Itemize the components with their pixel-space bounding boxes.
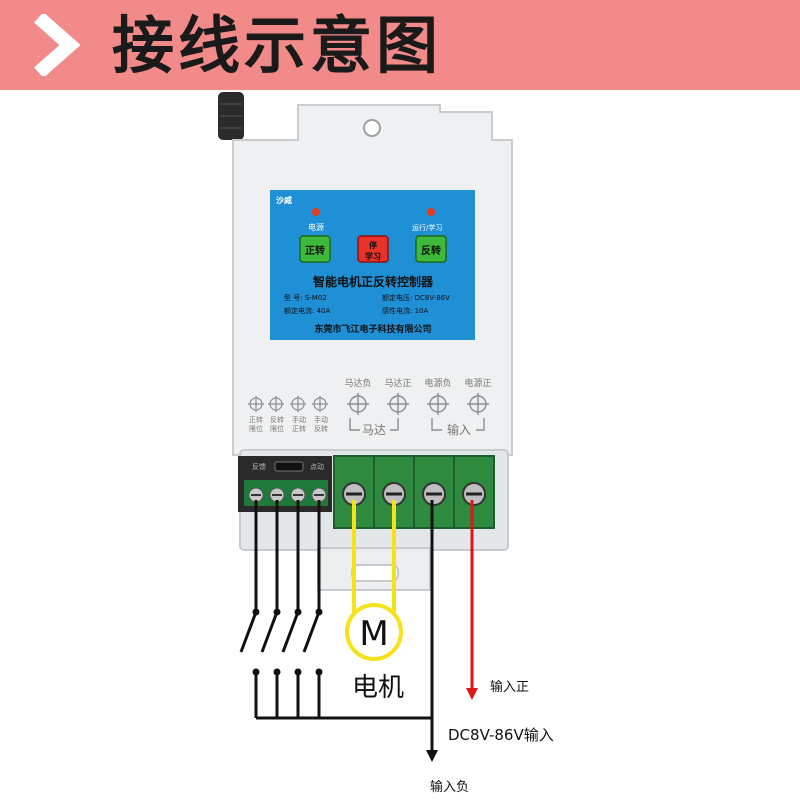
left-terminal-symbols	[248, 396, 328, 412]
terminal-motor-negative: 马达负	[344, 377, 371, 389]
reverse-button[interactable]: 反转	[415, 235, 447, 263]
brand-label: 沙威	[276, 195, 292, 205]
forward-button-label: 正转	[305, 244, 325, 257]
spec-current: 额定电流: 40A	[284, 306, 330, 315]
switch-right-label: 点动	[310, 462, 324, 471]
run-learn-label: 运行/学习	[412, 223, 442, 232]
input-range-label: DC8V-86V输入	[448, 726, 554, 744]
forward-button[interactable]: 正转	[299, 235, 331, 263]
spec-inductive: 感性电流: 10A	[382, 306, 428, 315]
power-label: 电源	[308, 222, 324, 232]
limit-switch-wires	[239, 500, 432, 720]
terminal-label-1b: 限位	[249, 424, 263, 433]
input-negative-label: 输入负	[430, 779, 469, 795]
terminal-power-negative: 电源负	[424, 377, 451, 389]
switch-left-label: 反馈	[252, 462, 266, 471]
spec-model: 型 号: S-M02	[284, 293, 327, 302]
motor-icon	[345, 603, 403, 661]
motor-wires	[352, 500, 396, 618]
terminal-motor-positive: 马达正	[384, 377, 411, 389]
stop-label: 停	[369, 240, 377, 250]
terminal-label-4a: 手动	[314, 415, 328, 424]
title-banner: 接线示意图	[0, 0, 800, 90]
group-input-label: 输入	[447, 422, 471, 437]
terminal-power-positive: 电源正	[464, 377, 491, 389]
terminal-label-2a: 反转	[270, 415, 284, 424]
motor-label: 电机	[352, 673, 404, 703]
terminal-label-1a: 正转	[249, 415, 263, 424]
terminal-label-4b: 反转	[314, 424, 328, 433]
stop-learn-button[interactable]: 停 学习	[357, 235, 389, 263]
chevron-right-icon	[34, 14, 81, 76]
manufacturer-label: 东莞市飞江电子科技有限公司	[314, 323, 431, 335]
main-screw-icons	[342, 482, 486, 506]
input-positive-label: 输入正	[490, 679, 529, 695]
learn-label: 学习	[365, 251, 381, 261]
terminal-label-3b: 正转	[292, 424, 306, 433]
motor-symbol: M	[359, 614, 388, 654]
terminal-label-3a: 手动	[292, 415, 306, 424]
input-positive-wire	[466, 500, 478, 700]
power-led-icon	[312, 208, 320, 216]
terminal-label-2b: 限位	[270, 424, 284, 433]
control-panel	[270, 190, 475, 340]
jumper-switch[interactable]	[274, 461, 304, 472]
product-title: 智能电机正反转控制器	[312, 274, 434, 289]
run-led-icon	[427, 208, 435, 216]
page-title: 接线示意图	[112, 9, 443, 82]
spec-voltage: 额定电压: DC8V-86V	[382, 293, 450, 302]
reverse-button-label: 反转	[421, 244, 441, 257]
switch-contact-dots	[252, 608, 323, 676]
input-negative-wire	[426, 500, 438, 762]
group-motor-label: 马达	[362, 423, 386, 437]
right-terminal-symbols	[347, 393, 489, 431]
